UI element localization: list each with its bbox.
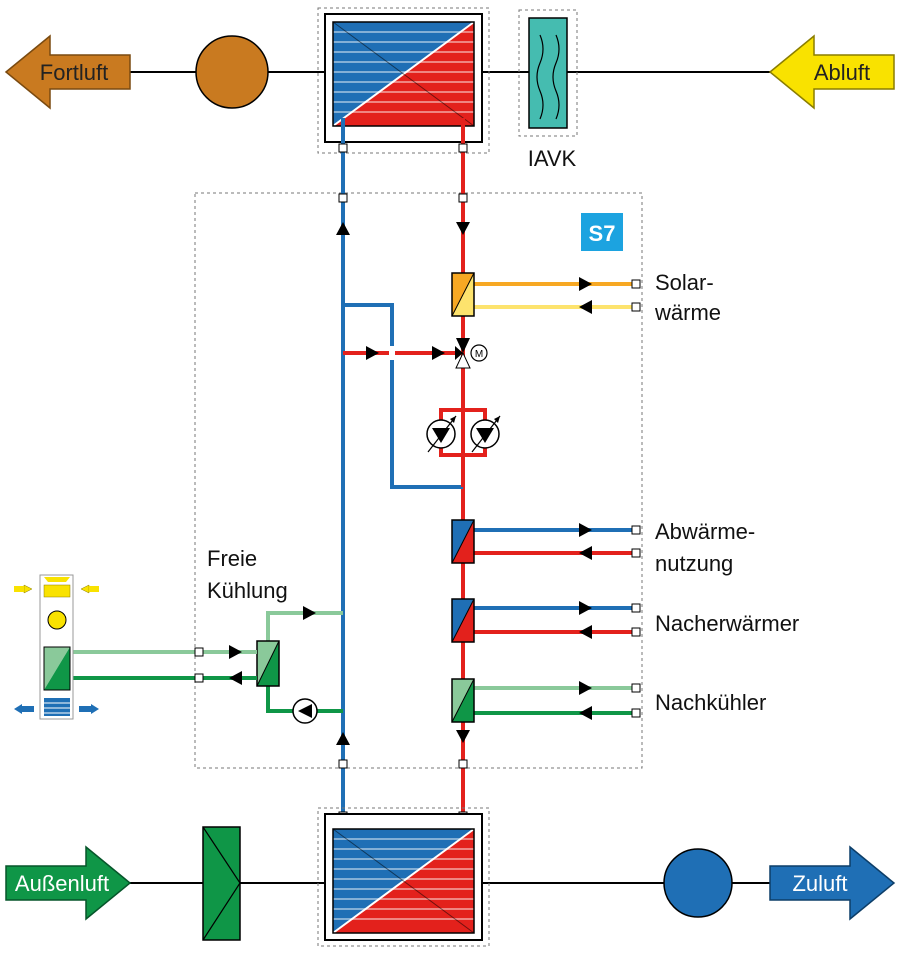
flow-arrow-up-icon <box>336 222 350 235</box>
nacherwaermer-label: Nacherwärmer <box>655 611 799 636</box>
aussenluft-label: Außenluft <box>15 871 109 896</box>
supply-fan-icon <box>663 848 733 918</box>
free-cooling-supply-pipe <box>266 686 343 713</box>
abluft-arrow: Abluft <box>768 34 895 110</box>
flow-arrow-right-icon <box>579 681 592 695</box>
external-fan-icon <box>47 610 67 630</box>
bottom-heat-exchanger <box>317 807 490 947</box>
aussenluft-arrow: Außenluft <box>5 845 132 921</box>
reheater-heat-exchanger <box>451 598 475 643</box>
flow-arrow-right-icon <box>366 346 379 360</box>
flow-arrow-right-icon <box>579 277 592 291</box>
aftercooler-heat-exchanger <box>451 678 475 723</box>
blue-bypass-pipe <box>343 303 463 489</box>
flow-arrow-right-icon <box>579 601 592 615</box>
abluft-label: Abluft <box>814 60 870 85</box>
top-heat-exchanger <box>317 7 490 154</box>
flow-arrow-down-icon <box>456 730 470 743</box>
iavk-label: IAVK <box>528 146 577 171</box>
abwaerme-label-2: nutzung <box>655 551 733 576</box>
filter-icon <box>202 826 241 941</box>
waste-heat-exchanger <box>451 519 475 564</box>
fortluft-label: Fortluft <box>40 60 108 85</box>
three-way-motor-valve-icon: M <box>455 338 488 369</box>
flow-arrow-right-icon <box>579 523 592 537</box>
free-cooling-pump-icon <box>292 698 318 724</box>
nachkuehler-label: Nachkühler <box>655 690 766 715</box>
flow-arrow-left-icon <box>229 671 242 685</box>
freie-kuehlung-label-1: Freie <box>207 546 257 571</box>
flow-arrow-up-icon <box>336 732 350 745</box>
abwaerme-label-1: Abwärme- <box>655 519 755 544</box>
s7-system-box <box>194 192 643 769</box>
zuluft-label: Zuluft <box>792 871 847 896</box>
exhaust-fan-icon <box>195 35 269 109</box>
humidifier-wave-icon <box>536 34 544 120</box>
flow-arrow-right-icon <box>303 606 316 620</box>
flow-arrow-down-icon <box>456 222 470 235</box>
svg-text:S7: S7 <box>589 221 616 246</box>
free-cooling-heat-exchanger <box>256 640 280 687</box>
solar-label-1: Solar- <box>655 270 714 295</box>
free-cooling-return-pipe <box>266 611 343 641</box>
flow-arrow-right-icon <box>432 346 445 360</box>
external-air-unit <box>14 574 99 720</box>
pump-group <box>426 398 501 487</box>
iavk-humidifier: IAVK <box>518 9 578 171</box>
solar-label-2: wärme <box>654 300 721 325</box>
flow-arrow-left-icon <box>579 625 592 639</box>
s7-badge: S7 <box>581 213 623 251</box>
flow-arrow-left-icon <box>579 300 592 314</box>
flow-arrow-left-icon <box>579 706 592 720</box>
motor-label: M <box>475 349 483 360</box>
fortluft-arrow: Fortluft <box>4 34 131 110</box>
freie-kuehlung-label-2: Kühlung <box>207 578 288 603</box>
flow-arrow-right-icon <box>229 645 242 659</box>
flow-arrow-left-icon <box>579 546 592 560</box>
solar-heat-exchanger <box>451 272 475 317</box>
zuluft-arrow: Zuluft <box>769 845 896 921</box>
pipe-connectors <box>338 143 468 821</box>
